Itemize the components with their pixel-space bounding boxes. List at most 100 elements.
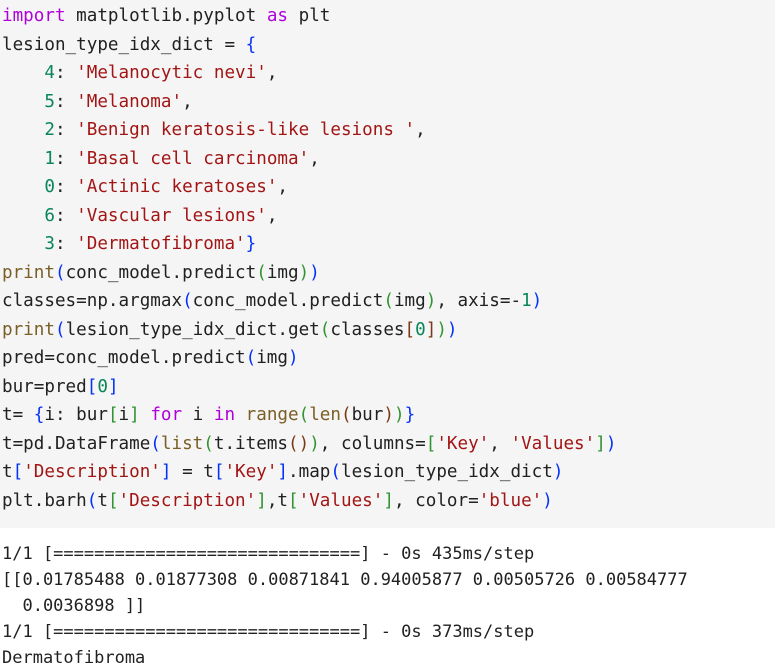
code-token: 6 [44,205,55,226]
code-token: [ [404,319,416,340]
code-cell[interactable]: import matplotlib.pyplot as plt lesion_ty… [0,0,775,528]
code-token: 2 [44,120,55,140]
code-token: 'Values' [510,433,596,454]
code-line: bur=pred[0] [2,373,119,402]
code-token: 'Key' [436,433,490,454]
code-line: t['Description'] = t['Key'].map(lesion_t… [2,458,563,487]
code-token: [ [86,376,98,397]
code-token: ( [203,433,214,454]
code-line: print(lesion_type_idx_dict.get(classes[0… [2,316,458,345]
code-token: 'Basal cell carcinoma' [76,148,310,169]
code-token: .map [288,462,331,482]
code-token: lesion_type_idx_dict.get [65,319,320,340]
code-token: ( [86,490,98,511]
code-line: plt.barh(t['Description'],t['Values'], c… [2,487,553,516]
code-token: t=pd.DataFrame [2,433,151,454]
code-token: ] [160,462,172,482]
code-token: : [54,148,77,169]
code-line: 0: 'Actinic keratoses', [2,173,288,202]
code-line: 1: 'Basal cell carcinoma', [2,145,320,174]
code-line: pred=conc_model.predict(img) [2,344,299,373]
code-token: 'blue' [478,490,543,511]
code-token: img [256,348,288,368]
code-token: ] [107,376,119,397]
code-token: conc_model.predict [192,291,384,311]
code-token: classes [330,319,405,340]
code-token: ( [150,433,161,454]
code-token: i: bur [44,405,108,425]
code-token: classes=np.argmax [2,291,183,311]
code-token: : [54,234,77,254]
code-token: t.items [213,433,289,454]
code-token: len [309,405,341,425]
code-token [2,92,44,112]
code-token: ] [277,462,289,482]
code-token [2,149,44,169]
code-token: ( [245,348,257,368]
code-token: } [245,234,257,254]
code-token [2,63,44,83]
code-token: ( [256,262,267,283]
code-token: 0 [97,376,108,397]
output-predicted-class: Dermatofibroma [2,648,146,668]
output-progress-line-1: 1/1 [==============================] - 0… [2,544,535,564]
code-token [235,405,246,425]
code-token: ) [605,433,617,454]
code-token [2,206,44,226]
code-token: , [277,177,289,197]
code-line: import matplotlib.pyplot as plt [2,2,330,31]
code-token: 'Actinic keratoses' [76,177,278,197]
code-token: ) [531,291,543,311]
code-token: in [213,405,236,425]
code-token: ) [436,319,447,340]
code-token: print [2,319,55,340]
code-token: 0 [415,319,426,340]
code-token: img [393,291,426,311]
code-token: ) [298,262,310,283]
code-token: , [489,433,511,454]
code-line: 4: 'Melanocytic nevi', [2,59,277,88]
code-token: ( [383,291,394,311]
code-token: [ [107,490,119,511]
code-token: 'Dermatofibroma' [76,234,246,254]
code-line: 5: 'Melanoma', [2,88,193,117]
code-token: ] [425,319,437,340]
code-token [2,234,44,254]
code-token: 'Values' [298,490,384,511]
code-token: ( [54,319,66,340]
code-line: t=pd.DataFrame(list(t.items()), columns=… [2,430,616,459]
code-token: : [54,63,77,83]
code-token: = t [171,462,214,482]
code-token [2,177,44,197]
code-line: 2: 'Benign keratosis-like lesions ', [2,116,425,145]
code-token: matplotlib.pyplot [65,6,267,26]
code-token: t [2,462,13,482]
code-token: print [2,262,55,283]
code-token: t [97,490,108,511]
code-token: ( [341,405,352,425]
code-token: ( [182,291,193,311]
code-token: } [404,405,416,425]
code-token: 'Description' [118,490,257,511]
code-token: ] [383,490,394,511]
code-token: , [309,148,320,169]
code-token: , [182,91,193,112]
code-token: 'Key' [224,462,278,482]
code-token: [ [12,462,24,482]
code-token: i [118,405,130,425]
code-token: [ [425,433,437,454]
code-token: 5 [44,91,55,112]
code-token: : [54,205,77,226]
code-token: 0 [44,177,55,197]
code-token: ] [129,405,140,425]
output-cell: 1/1 [==============================] - 0… [0,528,775,668]
code-token: i [182,405,214,425]
code-token: ) [309,433,320,454]
code-token: ] [256,490,267,511]
code-token: [ [107,405,119,425]
code-token: : [54,120,77,140]
code-token: ) [383,405,394,425]
code-token: [ [213,462,225,482]
code-line: 3: 'Dermatofibroma'} [2,230,256,259]
code-line: 6: 'Vascular lesions', [2,202,277,231]
